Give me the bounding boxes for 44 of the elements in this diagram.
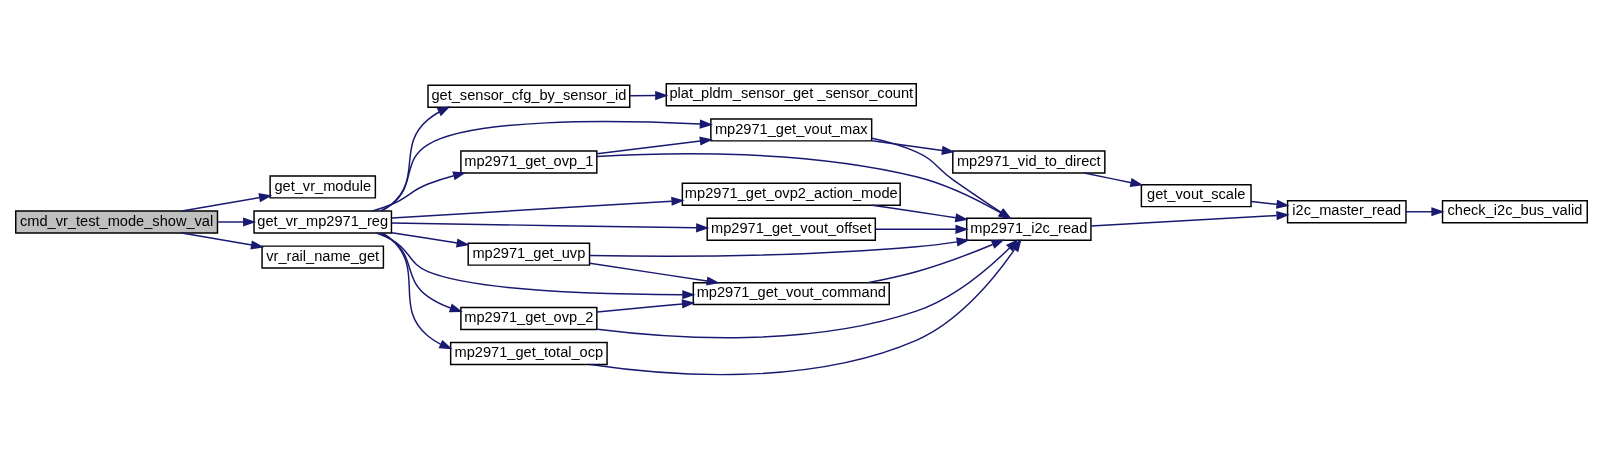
node-box: get_vr_module xyxy=(269,175,377,199)
node-box: mp2971_get_ovp_1 xyxy=(460,150,598,174)
node-box: mp2971_get_ovp_2 xyxy=(460,306,598,331)
node-box: mp2971_i2c_read xyxy=(965,217,1092,241)
node-box: cmd_vr_test_mode_show_val xyxy=(15,210,219,234)
node-box: mp2971_vid_to_direct xyxy=(952,150,1106,174)
arrow xyxy=(380,232,463,313)
arrow xyxy=(381,232,453,350)
arrow xyxy=(1083,172,1144,188)
arrow xyxy=(181,232,265,250)
arrow xyxy=(874,224,969,234)
node-box: plat_pldm_sensor_get _sensor_count xyxy=(665,83,917,107)
arrow xyxy=(1090,211,1290,227)
arrow xyxy=(596,136,713,155)
arrow xyxy=(217,217,257,227)
arrow xyxy=(375,232,696,300)
arrow xyxy=(871,140,955,155)
arrow xyxy=(629,90,669,101)
node-box: get_vr_mp2971_reg xyxy=(253,210,393,234)
node-box: get_sensor_cfg_by_sensor_id xyxy=(427,84,631,108)
node-box: i2c_master_read xyxy=(1286,200,1407,224)
arrow xyxy=(181,193,273,212)
node-box: mp2971_get_total_ocp xyxy=(449,341,608,366)
arrow xyxy=(871,204,969,223)
node-box: check_i2c_bus_valid xyxy=(1441,200,1588,224)
node-box: mp2971_get_vout_offset xyxy=(706,217,877,241)
arrow xyxy=(391,231,470,248)
arrow xyxy=(589,262,720,286)
node-box: mp2971_get_uvp xyxy=(467,242,591,266)
arrow xyxy=(1405,207,1445,217)
node-box: mp2971_get_vout_max xyxy=(710,118,873,142)
arrow xyxy=(380,119,713,212)
arrow xyxy=(391,196,685,219)
arrow xyxy=(391,222,710,233)
node-box: get_vout_scale xyxy=(1140,184,1252,208)
arrow xyxy=(589,237,970,257)
arrow xyxy=(867,239,1005,284)
node-box: mp2971_get_ovp2_action_mode xyxy=(681,182,901,206)
arrow xyxy=(1250,199,1290,209)
arrow xyxy=(596,299,696,313)
node-box: vr_rail_name_get xyxy=(261,245,385,269)
arrow xyxy=(371,171,467,212)
arrow xyxy=(381,106,451,212)
node-box: mp2971_get_vout_command xyxy=(692,281,890,306)
